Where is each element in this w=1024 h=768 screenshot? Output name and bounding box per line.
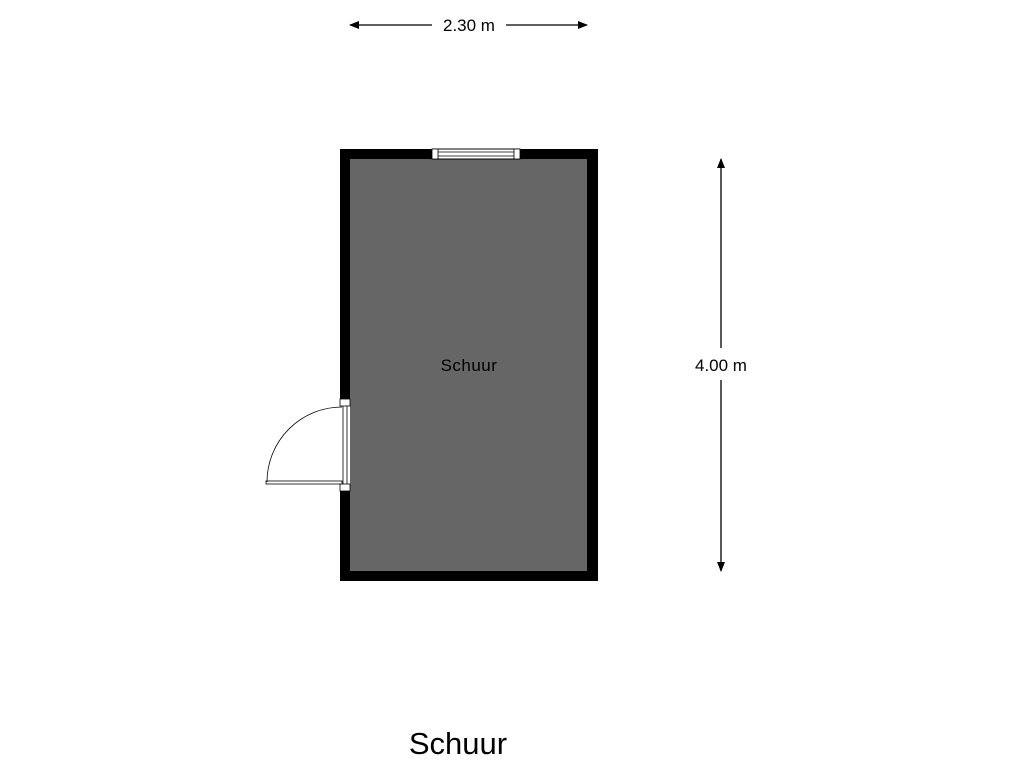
door-opening (340, 399, 350, 491)
plan-title: Schuur (409, 726, 507, 761)
width-dimension-label: 2.30 m (443, 16, 495, 35)
room-floor (350, 159, 587, 571)
room-schuur: Schuur (265, 148, 598, 581)
depth-dimension: 4.00 m (695, 158, 747, 572)
depth-dimension-label: 4.00 m (695, 356, 747, 375)
door (265, 398, 351, 492)
room-label: Schuur (441, 356, 498, 375)
width-dimension: 2.30 m (349, 16, 588, 35)
door-swing-arc (266, 406, 343, 483)
window (431, 148, 521, 160)
door-leaf (265, 480, 343, 485)
